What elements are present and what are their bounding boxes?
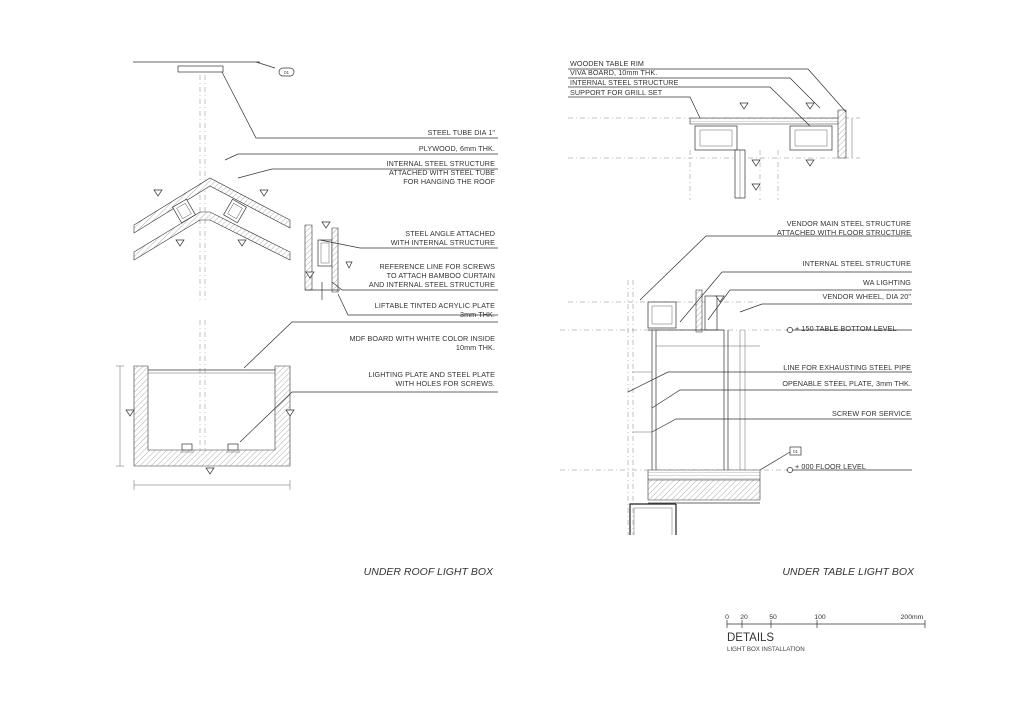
right-leader-lines [568, 68, 912, 471]
label-internal-structure-2: ATTACHED WITH STEEL TUBE [389, 168, 495, 177]
label-openable-plate: OPENABLE STEEL PLATE, 3mm THK. [782, 379, 911, 388]
right-detail-title: UNDER TABLE LIGHT BOX [782, 566, 915, 578]
label-lighting-2: WITH HOLES FOR SCREWS. [395, 379, 495, 388]
label-vendor-main-2: ATTACHED WITH FLOOR STRUCTURE [777, 228, 911, 237]
label-reference-line-3: AND INTERNAL STEEL STRUCTURE [369, 280, 495, 289]
label-internal-structure-1: INTERNAL STEEL STRUCTURE [387, 159, 496, 168]
label-mdf-1: MDF BOARD WITH WHITE COLOR INSIDE [350, 334, 496, 343]
left-leader-lines [221, 61, 498, 443]
label-plywood: PLYWOOD, 6mm THK. [419, 144, 495, 153]
label-grill-support: SUPPORT FOR GRILL SET [570, 88, 663, 97]
scale-tick-200mm: 200mm [901, 614, 924, 621]
label-wa-lighting: WA LIGHTING [863, 278, 911, 287]
sheet-subtitle: LIGHT BOX INSTALLATION [727, 646, 805, 653]
right-tag-01: 01 [793, 449, 799, 454]
label-acrylic-1: LIFTABLE TINTED ACRYLIC PLATE [375, 301, 495, 310]
under-roof-light-box-drawing: 01 STEEL TUBE DIA 1" PLYWOOD, 6mm THK. I… [116, 61, 498, 578]
label-steel-angle-2: WITH INTERNAL STRUCTURE [391, 238, 495, 247]
label-vendor-wheel: VENDOR WHEEL, DIA 20" [822, 292, 911, 301]
label-service-screw: SCREW FOR SERVICE [832, 409, 911, 418]
sheet-title: DETAILS [727, 632, 774, 644]
label-steel-angle-1: STEEL ANGLE ATTACHED [405, 229, 495, 238]
label-lighting-1: LIGHTING PLATE AND STEEL PLATE [368, 370, 495, 379]
label-mdf-2: 10mm THK. [456, 343, 495, 352]
scale-tick-100: 100 [814, 614, 826, 621]
label-steel-tube: STEEL TUBE DIA 1" [428, 128, 496, 137]
scale-tick-20: 20 [740, 614, 748, 621]
label-vendor-main-1: VENDOR MAIN STEEL STRUCTURE [787, 219, 911, 228]
scale-tick-0: 0 [725, 614, 729, 621]
label-acrylic-2: 3mm THK. [460, 310, 495, 319]
scale-tick-50: 50 [769, 614, 777, 621]
label-table-bottom-level: + 150 TABLE BOTTOM LEVEL [795, 324, 897, 333]
label-wooden-rim: WOODEN TABLE RIM [570, 59, 644, 68]
label-reference-line-2: TO ATTACH BAMBOO CURTAIN [387, 271, 495, 280]
label-viva-board: VIVA BOARD, 10mm THK. [570, 68, 657, 77]
left-tag-01: 01 [284, 70, 290, 75]
label-floor-level: + 000 FLOOR LEVEL [795, 462, 866, 471]
label-exhaust-pipe: LINE FOR EXHAUSTING STEEL PIPE [783, 363, 911, 372]
under-table-light-box-drawing: 01 WOODEN TABLE RIM VIVA BOARD, 10mm THK… [560, 59, 915, 578]
label-internal-structure-3: FOR HANGING THE ROOF [403, 177, 495, 186]
label-reference-line-1: REFERENCE LINE FOR SCREWS [379, 262, 495, 271]
label-internal-structure-top: INTERNAL STEEL STRUCTURE [570, 78, 679, 87]
left-detail-title: UNDER ROOF LIGHT BOX [364, 566, 494, 578]
scale-bar: 0 20 50 100 200mm [725, 614, 926, 628]
label-internal-structure-lower: INTERNAL STEEL STRUCTURE [803, 259, 912, 268]
